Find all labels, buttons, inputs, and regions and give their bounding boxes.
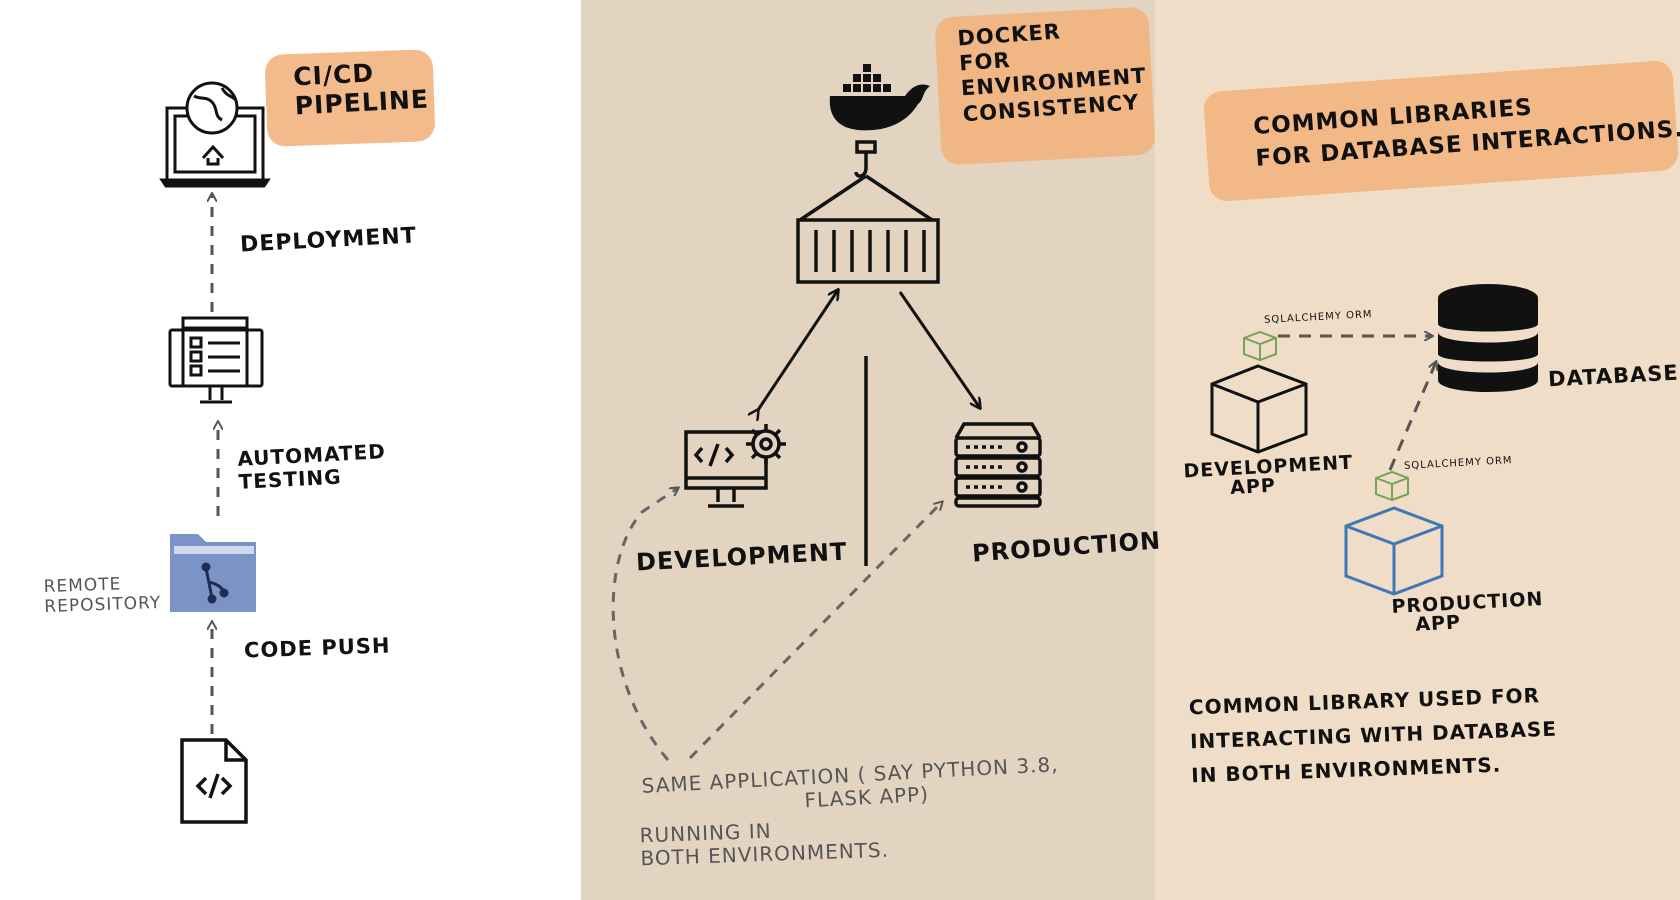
cicd-title: CI/CD PIPELINE	[292, 58, 430, 121]
orm-cube-icon-2	[1375, 470, 1409, 502]
database-icon	[1438, 284, 1538, 392]
orm-cube-icon	[1243, 330, 1277, 362]
container-dev-arrow	[758, 290, 838, 410]
same-app-dev-arrow	[611, 488, 678, 761]
remote-repository-label: REMOTE REPOSITORY	[43, 574, 162, 617]
code-file-icon	[180, 738, 248, 824]
shipping-container-icon	[796, 140, 940, 284]
monitor-checklist-icon	[168, 316, 264, 404]
dev-monitor-gear-icon	[684, 424, 786, 508]
laptop-globe-upload-icon	[159, 81, 271, 188]
production-app-label: PRODUCTION APP	[1391, 588, 1544, 637]
automated-testing-label: AUTOMATED TESTING	[236, 439, 387, 494]
same-app-prod-arrow	[688, 502, 942, 760]
docker-title: DOCKER FOR ENVIRONMENT CONSISTENCY	[956, 19, 1148, 126]
prod-app-cube-icon	[1344, 506, 1444, 596]
git-folder-icon	[170, 534, 256, 612]
dev-app-cube-icon	[1210, 364, 1308, 454]
code-push-label: CODE PUSH	[243, 633, 391, 663]
container-prod-arrow	[898, 291, 980, 408]
prod-orm-db-arrow	[1388, 362, 1436, 471]
common-library-note: COMMON LIBRARY USED FOR INTERACTING WITH…	[1188, 683, 1558, 788]
server-rack-icon	[954, 422, 1042, 508]
running-both-note: RUNNING IN BOTH ENVIRONMENTS.	[639, 818, 890, 871]
panel-cicd	[0, 0, 581, 900]
docker-whale-icon	[829, 64, 930, 131]
